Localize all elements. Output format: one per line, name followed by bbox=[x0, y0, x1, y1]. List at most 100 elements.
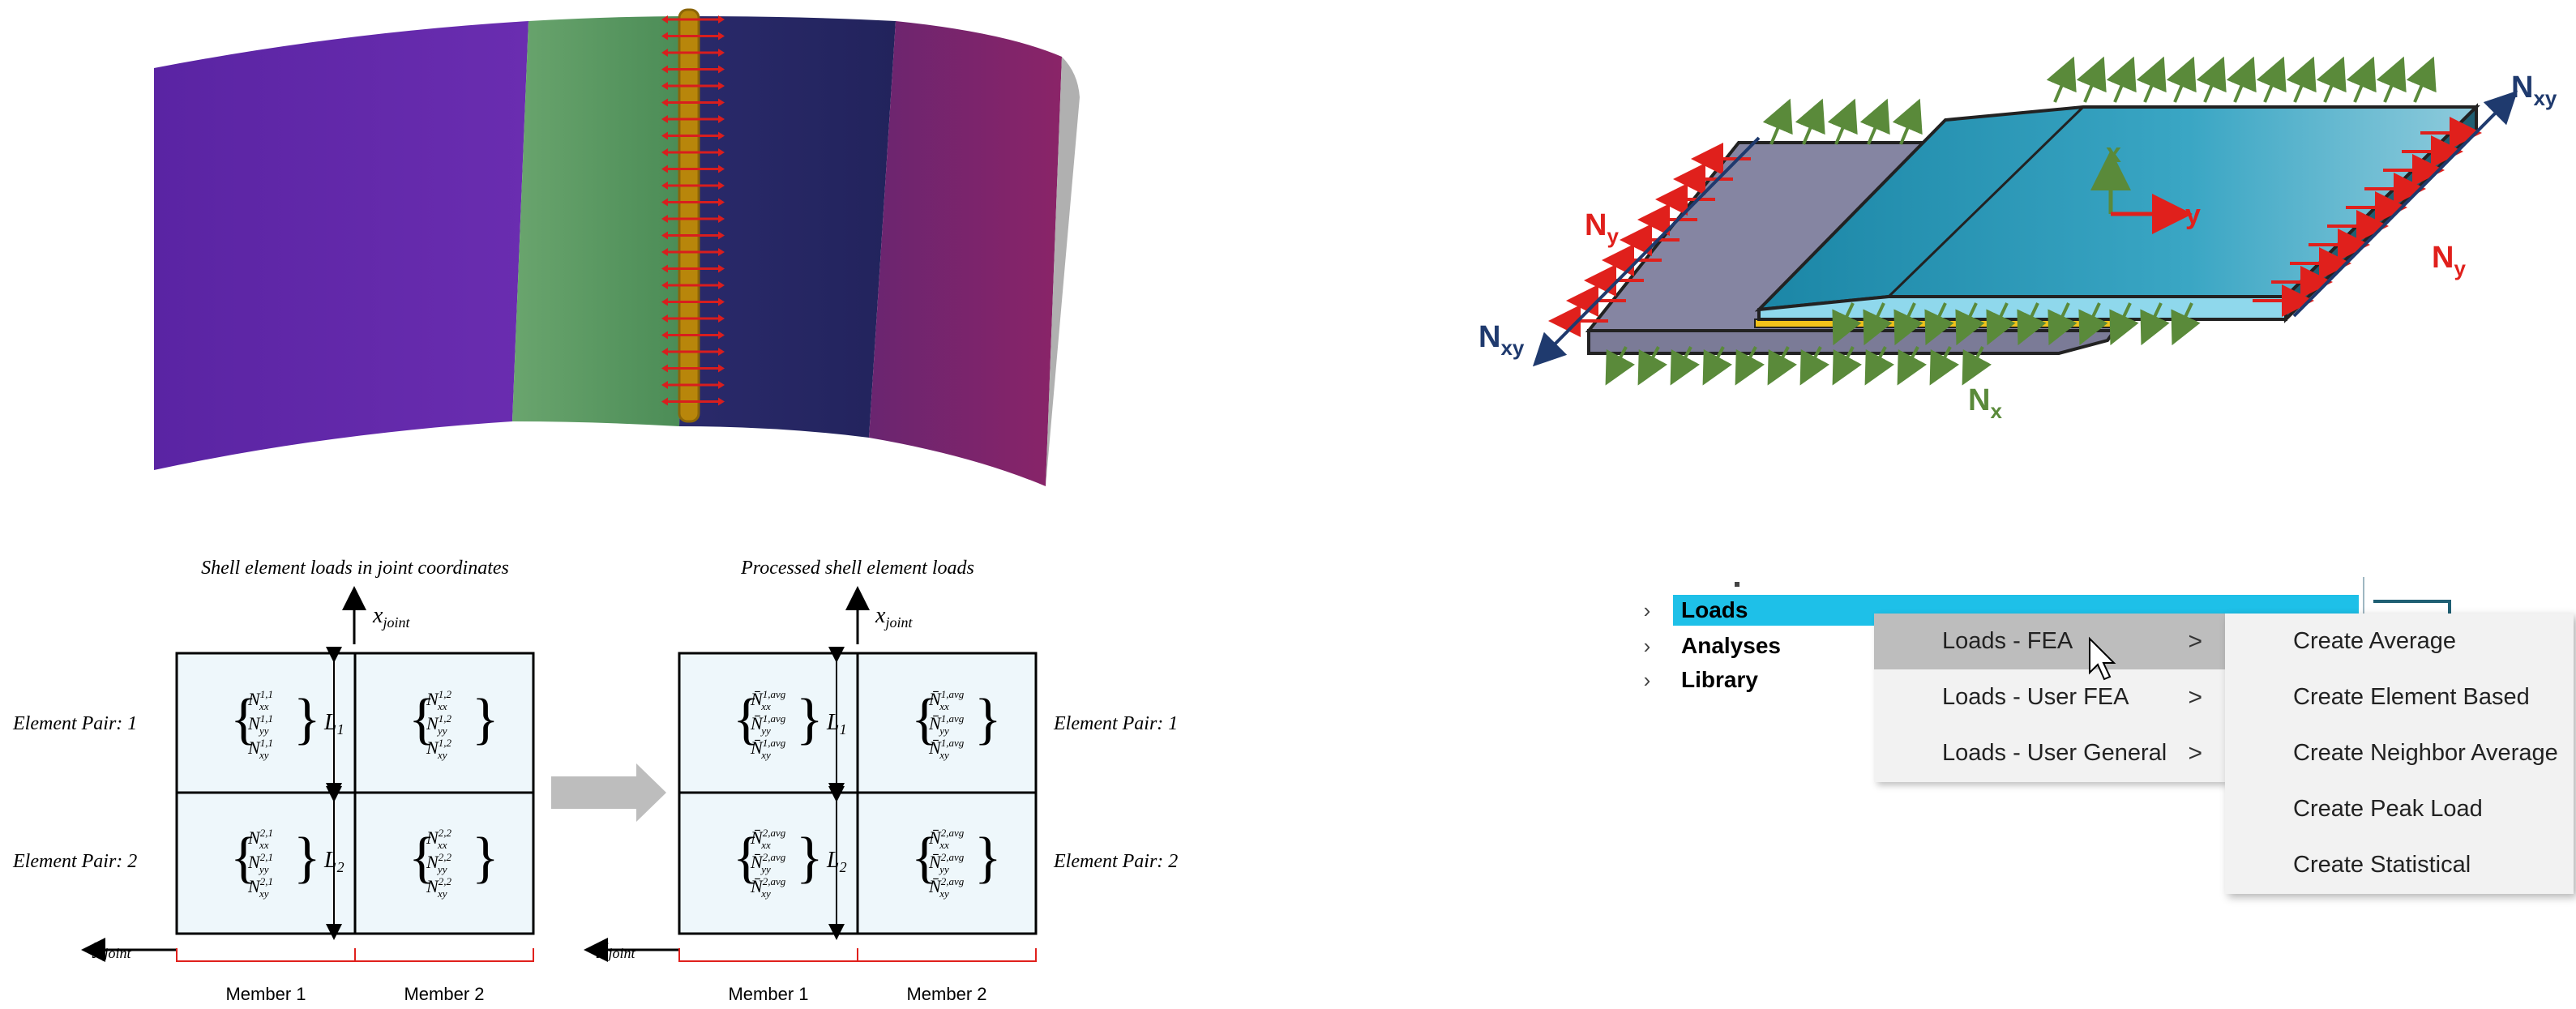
rod-arrowhead bbox=[718, 231, 725, 240]
rod-arrowhead bbox=[718, 281, 725, 289]
context-menu-create: Create Average Create Element Based Crea… bbox=[2225, 614, 2574, 894]
rod-arrowhead bbox=[718, 397, 725, 406]
rod-arrowhead bbox=[661, 348, 668, 356]
rod-arrowhead bbox=[718, 49, 725, 57]
rod-arrowhead bbox=[661, 115, 668, 123]
tree-item-library[interactable]: Library bbox=[1681, 667, 1758, 692]
panel-magenta bbox=[869, 21, 1062, 486]
tree-expand-arrow-library[interactable]: › bbox=[1643, 668, 1651, 692]
nx-arrow bbox=[1832, 302, 1862, 346]
nx-arrow bbox=[2226, 56, 2257, 103]
rod-arrowhead bbox=[661, 364, 668, 373]
rod-arrowhead bbox=[718, 381, 725, 389]
right-pair2: Element Pair: 2 bbox=[1053, 851, 1178, 872]
brace-right: } bbox=[472, 827, 499, 889]
menu-item-loads-user-general[interactable]: Loads - User General > bbox=[1874, 725, 2225, 781]
menu-item-create-element-based[interactable]: Create Element Based bbox=[2293, 684, 2530, 710]
rod-arrowhead bbox=[661, 215, 668, 223]
nx-arrow bbox=[1735, 346, 1765, 386]
left-member1: Member 1 bbox=[225, 984, 306, 1004]
nx-arrow bbox=[1702, 346, 1733, 386]
rod-arrowhead bbox=[661, 49, 668, 57]
nxy-arrow bbox=[1532, 136, 1761, 367]
label-nx: Nx bbox=[1968, 383, 2002, 423]
menu-item-create-peak-load[interactable]: Create Peak Load bbox=[2293, 796, 2483, 822]
nx-arrow bbox=[2076, 56, 2107, 103]
nx-arrow bbox=[2166, 56, 2197, 103]
rod-arrowhead bbox=[661, 231, 668, 240]
nx-arrow bbox=[1893, 302, 1923, 346]
nx-arrow bbox=[1863, 302, 1893, 346]
rod-arrowhead bbox=[718, 264, 725, 273]
menu-item-label: Loads - FEA bbox=[1942, 628, 2073, 654]
label-nxy-right: Nxy bbox=[2511, 71, 2557, 110]
nx-arrow bbox=[2048, 302, 2077, 346]
panel-button-fragment[interactable] bbox=[2373, 600, 2451, 622]
tree-item-analyses[interactable]: Analyses bbox=[1681, 633, 1781, 658]
menu-item-label: Loads - User General bbox=[1942, 740, 2167, 766]
nx-arrow bbox=[2256, 56, 2287, 103]
nx-arrow bbox=[2106, 56, 2137, 103]
menu-item-create-average[interactable]: Create Average bbox=[2293, 628, 2456, 654]
brace-left: { bbox=[230, 688, 258, 750]
nx-arrow bbox=[1929, 346, 1960, 386]
chevron-right-icon: > bbox=[2188, 740, 2202, 767]
rod-arrowhead bbox=[718, 82, 725, 90]
brace-right: } bbox=[974, 827, 1002, 889]
fea-plate-diagram: Nxy Nxy Ny Ny Nx x y bbox=[1478, 56, 2557, 423]
nx-arrow bbox=[1897, 346, 1928, 386]
brace-left: { bbox=[409, 688, 436, 750]
rod-arrowhead bbox=[661, 82, 668, 90]
nx-arrow bbox=[1799, 346, 1830, 386]
left-x-axis: xjoint bbox=[372, 603, 410, 631]
panel-purple bbox=[154, 21, 528, 470]
nx-arrow bbox=[2109, 302, 2139, 346]
shell-surface-render bbox=[154, 8, 1080, 486]
rod-arrowhead bbox=[661, 397, 668, 406]
context-menu-loads: Loads - FEA > Loads - User FEA > Loads -… bbox=[1874, 614, 2225, 782]
rod-arrowhead bbox=[661, 32, 668, 41]
brace-right: } bbox=[293, 827, 321, 889]
chevron-right-icon: > bbox=[2188, 628, 2202, 655]
nx-arrow bbox=[1605, 346, 1636, 386]
menu-item-loads-fea[interactable]: Loads - FEA > bbox=[1874, 614, 2225, 669]
left-title: Shell element loads in joint coordinates bbox=[201, 558, 509, 579]
nx-arrow bbox=[1827, 98, 1858, 145]
brace-right: } bbox=[796, 688, 824, 750]
right-y-axis: yjoint bbox=[596, 934, 635, 961]
brace-left: { bbox=[911, 688, 939, 750]
label-ny-left: Ny bbox=[1585, 208, 1619, 248]
menu-item-create-neighbor-average[interactable]: Create Neighbor Average bbox=[2293, 740, 2558, 766]
tree-expand-arrow-loads[interactable]: › bbox=[1643, 598, 1651, 622]
rod-arrowhead bbox=[718, 165, 725, 173]
rod-arrowhead bbox=[661, 65, 668, 74]
process-arrow bbox=[551, 763, 666, 822]
tree-expand-arrow-analyses[interactable]: › bbox=[1643, 634, 1651, 658]
rod-arrowhead bbox=[661, 98, 668, 107]
menu-item-create-statistical[interactable]: Create Statistical bbox=[2293, 852, 2471, 878]
rod-arrowhead bbox=[661, 264, 668, 273]
nx-arrow bbox=[1859, 98, 1890, 145]
right-member2: Member 2 bbox=[906, 984, 986, 1004]
nxy-arrow bbox=[2292, 90, 2518, 318]
menu-item-loads-user-fea[interactable]: Loads - User FEA > bbox=[1874, 669, 2225, 725]
brace-right: } bbox=[293, 688, 321, 750]
fea-load-arrows bbox=[1532, 56, 2518, 386]
tree-item-loads[interactable]: Loads bbox=[1681, 597, 1748, 622]
nx-arrow bbox=[2196, 56, 2227, 103]
nx-arrow bbox=[2171, 302, 2201, 346]
